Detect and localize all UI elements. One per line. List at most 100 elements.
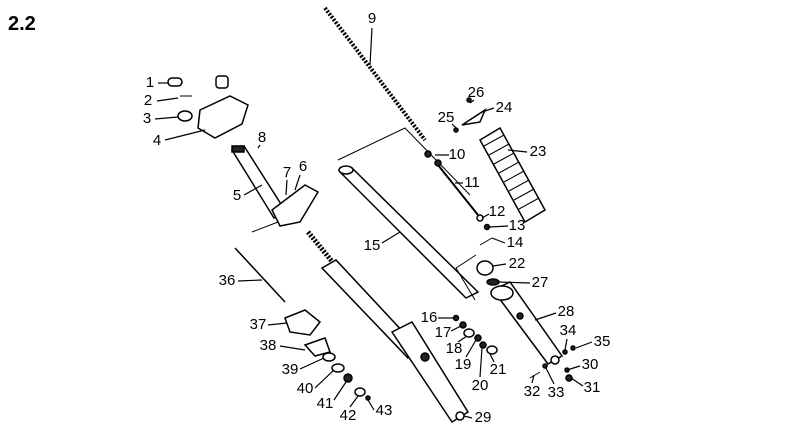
rod-part-11: [437, 164, 479, 216]
leader-line-29: [463, 415, 473, 419]
leg-top: [490, 285, 514, 301]
leader-line-32: [531, 374, 535, 384]
leader-line-24: [481, 107, 495, 113]
leader-line-19: [465, 339, 477, 358]
part-label-22: 22: [509, 255, 526, 272]
part-label-40: 40: [297, 380, 314, 397]
fork-brace-part-37: [284, 309, 322, 336]
part-label-42: 42: [340, 407, 357, 424]
spring-part-9: [323, 6, 427, 142]
bolt-part-36: [234, 247, 286, 303]
leader-line-15: [381, 231, 401, 244]
part-label-23: 23: [530, 143, 547, 160]
leader-line-12: [481, 213, 490, 219]
part-label-20: 20: [472, 377, 489, 394]
part-label-26: 26: [468, 84, 485, 101]
leader-line-5: [243, 184, 263, 196]
leader-line-43: [367, 399, 375, 411]
leader-line-14: [491, 237, 506, 244]
part-label-19: 19: [455, 356, 472, 373]
leader-line-4: [164, 129, 206, 141]
part-label-11: 11: [464, 174, 480, 191]
part-label-35: 35: [594, 333, 611, 350]
part-label-7: 7: [283, 164, 291, 181]
washer-part-10: [424, 150, 432, 158]
leader-line-27: [498, 281, 531, 284]
part-18: [463, 328, 475, 338]
washer-part-39: [322, 352, 336, 362]
leader-line-33: [545, 367, 555, 385]
leader-line-35: [575, 341, 593, 349]
leader-line-22: [492, 263, 507, 267]
leader-line-18: [457, 335, 468, 343]
part-label-12: 12: [489, 203, 506, 220]
part-label-15: 15: [364, 237, 381, 254]
part-label-36: 36: [219, 272, 236, 289]
part-42: [354, 387, 366, 397]
leader-line-41: [333, 381, 347, 401]
leader-line-30: [566, 365, 581, 371]
leader-line-3: [154, 116, 179, 120]
part-label-38: 38: [260, 337, 277, 354]
leader-line-13: [489, 225, 509, 228]
leg-lug: [516, 312, 524, 320]
part-label-37: 37: [250, 316, 267, 333]
part-label-21: 21: [490, 361, 507, 378]
leader-line-37: [267, 322, 288, 326]
leader-line-7: [285, 179, 288, 196]
fork-leg-part-29: [390, 321, 470, 424]
nut-part-41: [343, 373, 353, 383]
axle-hole: [455, 411, 465, 421]
part-43: [365, 395, 371, 401]
leader-line-34: [564, 338, 568, 351]
part-label-10: 10: [449, 146, 466, 163]
leader-line-8: [257, 144, 261, 149]
lug: [420, 352, 430, 362]
part-1: [167, 77, 183, 87]
bellows-folds: [483, 134, 540, 210]
lower-clamp-part-6: [271, 184, 320, 227]
leader-line-6: [294, 174, 301, 191]
part-21: [486, 345, 498, 355]
leader-line-20: [479, 347, 483, 378]
leader-line-39: [299, 357, 325, 370]
bracket-line: [337, 127, 471, 196]
part-label-41: 41: [317, 395, 334, 412]
part-label-5: 5: [233, 187, 241, 204]
part-label-34: 34: [560, 322, 577, 339]
part-label-16: 16: [421, 309, 438, 326]
part-label-4: 4: [153, 132, 161, 149]
part-label-1: 1: [146, 74, 154, 91]
part-label-3: 3: [143, 110, 151, 127]
part-26: [466, 97, 472, 103]
inner-spring: [306, 230, 337, 267]
ring-part-27: [486, 278, 500, 286]
seal-part-22: [476, 260, 494, 276]
part-25: [453, 127, 459, 133]
part-label-31: 31: [584, 379, 601, 396]
part-label-39: 39: [282, 361, 299, 378]
leader-line-2: [156, 97, 179, 102]
part-label-24: 24: [496, 99, 513, 116]
tube-end: [338, 165, 354, 175]
leader-line-23: [507, 149, 528, 153]
leader-line-36: [237, 279, 263, 282]
part-label-27: 27: [532, 274, 549, 291]
leader-line-25: [451, 123, 457, 129]
bolt-part-32: [529, 371, 541, 379]
bracket-line-2: [455, 254, 477, 301]
leader-line-9: [369, 27, 373, 66]
leader-line-40: [314, 369, 335, 389]
part-label-2: 2: [144, 92, 152, 109]
cap-part-24: [461, 108, 487, 126]
part-label-17: 17: [435, 324, 452, 341]
part-label-18: 18: [446, 340, 463, 357]
small-parts-16-20: [452, 314, 487, 349]
leader-line-26: [469, 99, 475, 104]
leader-line-28: [534, 312, 557, 321]
fork-leg-part-28: [491, 281, 564, 365]
part-label-43: 43: [376, 402, 393, 419]
leader-line-42: [349, 395, 359, 408]
tube-part-15: [338, 167, 480, 299]
